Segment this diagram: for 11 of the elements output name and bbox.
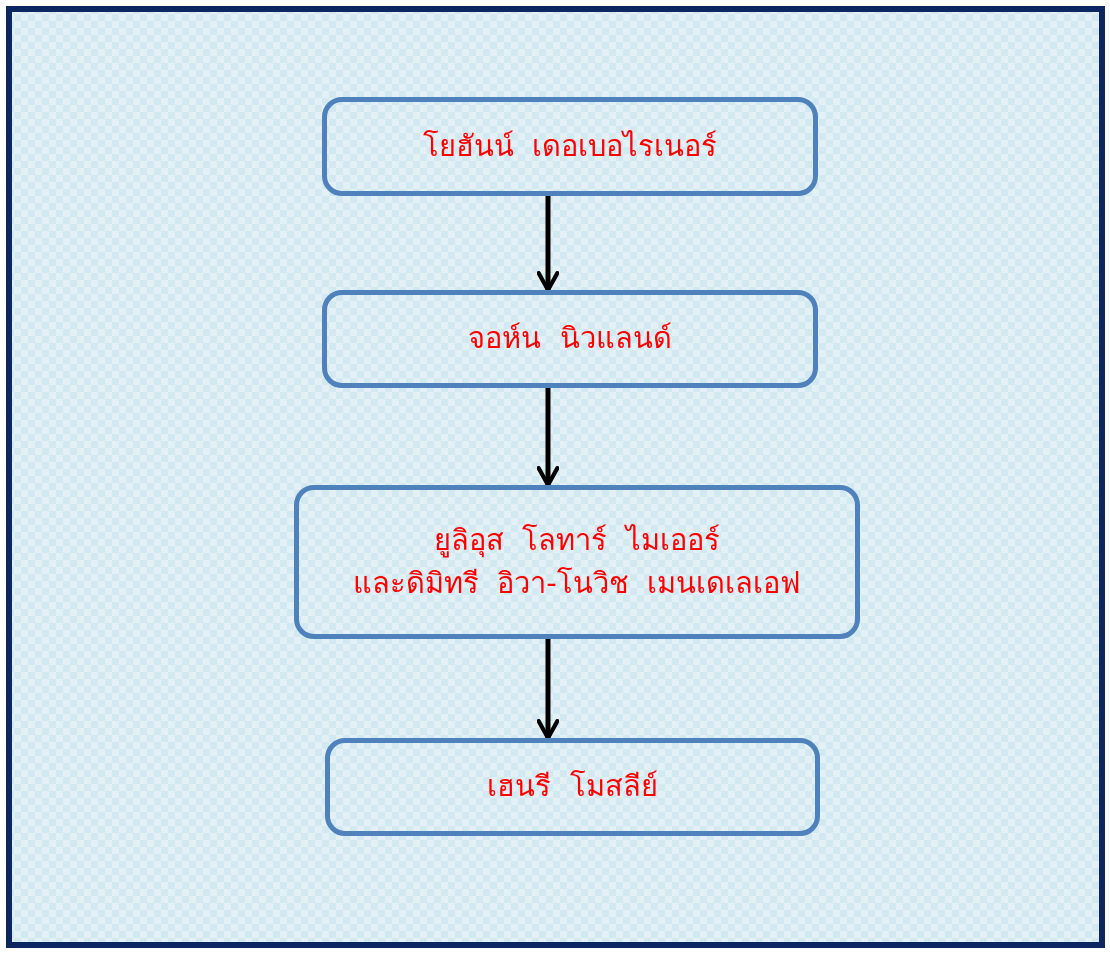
process-box xyxy=(294,485,860,639)
box-label: โยฮันน์ เดอเบอไรเนอร์ xyxy=(422,127,718,165)
box-label: เฮนรี โมสลีย์ xyxy=(487,768,658,806)
process-box xyxy=(322,97,818,196)
process-box xyxy=(325,738,820,836)
arrow xyxy=(536,196,560,293)
box-label: จอห์น นิวแลนด์ xyxy=(468,320,672,358)
process-box xyxy=(322,290,818,388)
arrow xyxy=(536,639,560,741)
arrow xyxy=(536,388,560,488)
box-label: ยูลิอุส โลทาร์ ไมเออร์ และดิมิทรี อิวา-โนวิช เมนเดเลเอฟ xyxy=(352,521,802,602)
